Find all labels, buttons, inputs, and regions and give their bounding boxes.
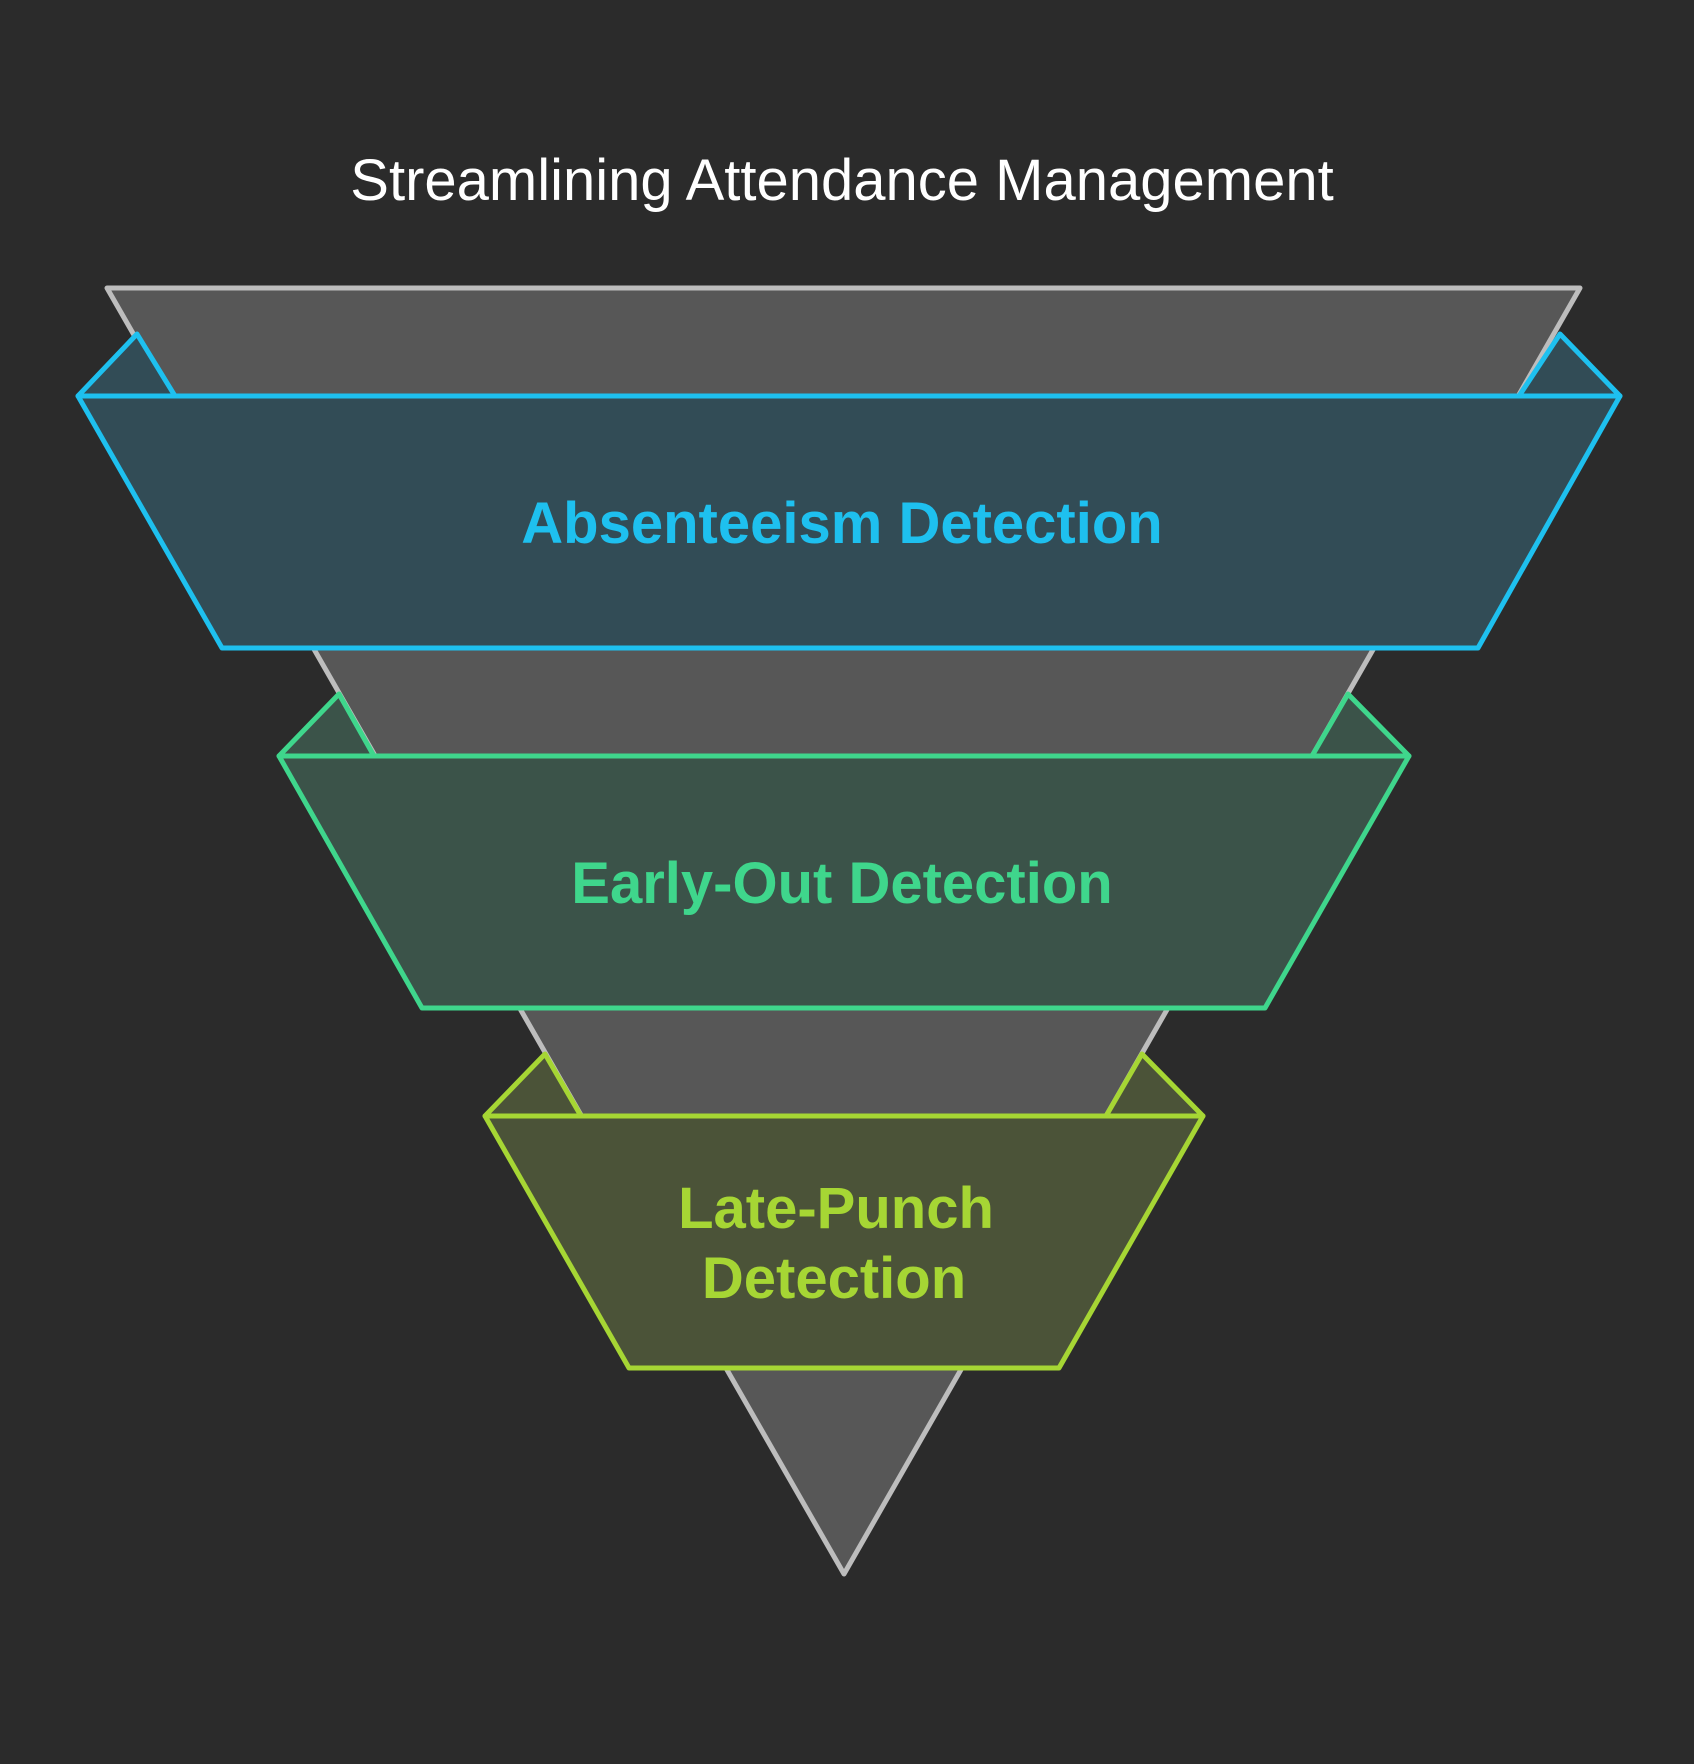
stage-band <box>276 753 1412 1011</box>
stage-late-punch-detection: Late-Punch Detection <box>482 1051 1206 1371</box>
stage-label-line-2: Detection <box>702 1246 966 1311</box>
stage-early-out-detection: Early-Out Detection <box>276 691 1412 1011</box>
stage-label: Absenteeism Detection <box>521 491 1162 556</box>
stage-band <box>75 393 1623 651</box>
stage-label-line-1: Late-Punch <box>678 1176 994 1241</box>
diagram-title: Streamlining Attendance Management <box>350 148 1333 213</box>
stage-absenteeism-detection: Absenteeism Detection <box>75 331 1623 651</box>
stage-band <box>482 1113 1206 1371</box>
stage-label: Early-Out Detection <box>571 851 1112 916</box>
